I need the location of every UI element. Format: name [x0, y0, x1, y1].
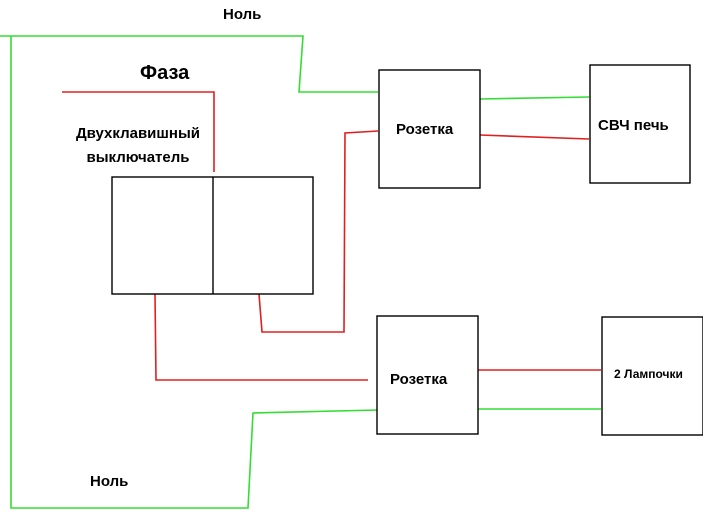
microwave-label: СВЧ печь — [598, 117, 669, 134]
socket-bottom-label: Розетка — [390, 371, 448, 388]
microwave-box — [589, 64, 691, 184]
switch-label-line2: выключатель — [87, 149, 190, 166]
switch-label-line1: Двухклавишный — [76, 125, 200, 142]
neutral-wire-top — [0, 35, 378, 93]
lamps-label: 2 Лампочки — [614, 367, 683, 381]
neutral-wire-microwave — [479, 96, 590, 100]
neutral-wire-main — [10, 36, 379, 509]
phase-wire-microwave — [479, 134, 590, 140]
phase-wire-in — [62, 91, 215, 172]
socket-bottom-box — [376, 315, 479, 435]
neutral-label-bottom: Ноль — [90, 473, 128, 490]
phase-label: Фаза — [140, 62, 190, 84]
phase-wire-socket-top — [258, 130, 379, 333]
lamps-box — [601, 316, 703, 436]
neutral-label-top: Ноль — [223, 6, 261, 23]
socket-top-label: Розетка — [396, 121, 454, 138]
socket-top-box — [378, 69, 481, 189]
phase-wire-socket-bottom — [154, 293, 368, 381]
